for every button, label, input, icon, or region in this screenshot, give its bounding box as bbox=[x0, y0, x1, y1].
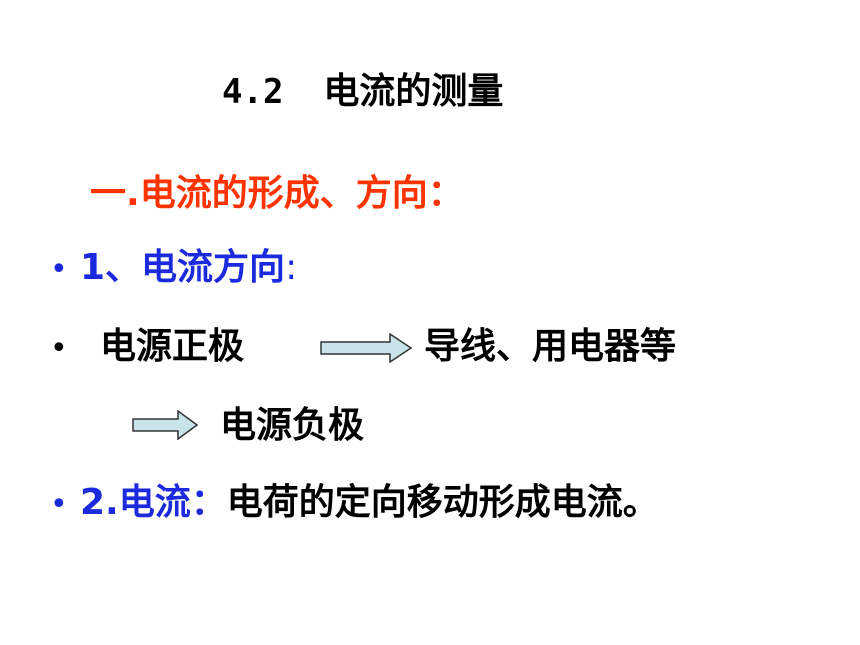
title-number: 4.2 bbox=[222, 72, 284, 112]
bullet-dot: • bbox=[50, 331, 68, 366]
item2-label: 2.电流： bbox=[80, 482, 227, 523]
item1-colon: : bbox=[285, 247, 298, 288]
bullet-dot: • bbox=[50, 487, 68, 522]
item2-definition: 2.电流：电荷的定向移动形成电流。 bbox=[80, 481, 659, 525]
slide-title: 4.2 电流的测量 bbox=[222, 70, 503, 114]
direction-start: 电源正极 bbox=[100, 326, 245, 367]
right-arrow-icon bbox=[132, 410, 198, 440]
direction-middle: 导线、用电器等 bbox=[424, 326, 677, 367]
bullet-dot: • bbox=[50, 252, 68, 287]
item2-text: 电荷的定向移动形成电流。 bbox=[226, 482, 659, 523]
direction-end: 电源负极 bbox=[220, 405, 365, 446]
item1-label: 1、电流方向 bbox=[80, 247, 286, 288]
section-heading-prefix: 一. bbox=[90, 173, 140, 214]
section-heading: 一.电流的形成、方向： bbox=[90, 172, 464, 216]
item1-heading: 1、电流方向: bbox=[80, 246, 297, 290]
section-heading-text: 电流的形成、方向： bbox=[139, 173, 464, 214]
right-arrow-icon bbox=[320, 333, 412, 363]
title-text: 电流的测量 bbox=[323, 71, 504, 112]
